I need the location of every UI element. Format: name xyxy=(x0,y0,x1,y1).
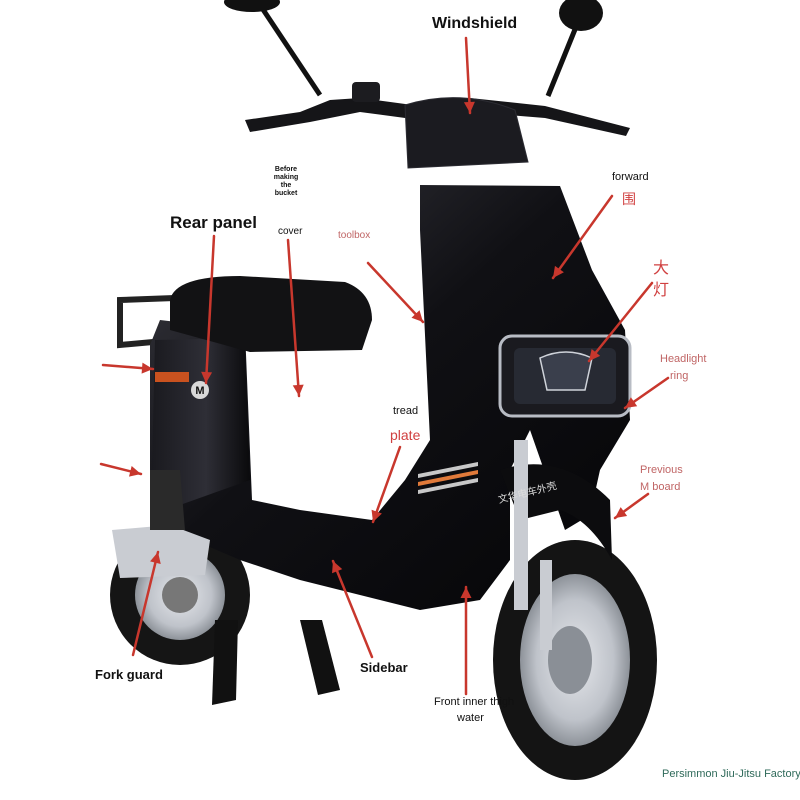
svg-text:M: M xyxy=(195,385,204,397)
label-forward: forward xyxy=(612,171,649,183)
footer-watermark: Persimmon Jiu-Jitsu Factory xyxy=(662,768,800,780)
label-front-inner-1: Front inner thigh xyxy=(434,696,515,708)
label-tread: tread xyxy=(393,405,419,417)
label-headlight-ring-1: Headlight xyxy=(660,353,707,365)
label-sidebar: Sidebar xyxy=(360,660,408,675)
label-bucket-note: Before making the bucket xyxy=(273,166,299,197)
label-plate: plate xyxy=(390,427,421,443)
label-fork-guard: Fork guard xyxy=(95,667,163,682)
label-headlight-ring-2: ring xyxy=(670,370,689,382)
label-front-inner-2: water xyxy=(457,712,484,724)
label-cover: cover xyxy=(278,226,303,237)
label-previous-2: M board xyxy=(640,481,681,493)
left-mirror xyxy=(224,0,323,97)
label-windshield: Windshield xyxy=(432,15,518,32)
seat xyxy=(170,276,372,352)
label-rear-panel: Rear panel xyxy=(170,213,257,232)
right-mirror xyxy=(545,0,603,97)
headlight-block xyxy=(498,334,632,418)
label-toolbox: toolbox xyxy=(338,230,371,241)
label-headlight-cn-1: 大 xyxy=(653,260,670,277)
label-forward-cn: 围 xyxy=(622,191,636,207)
windshield-shape xyxy=(404,97,529,169)
floor-stripes xyxy=(418,462,478,494)
brand-badge: M xyxy=(155,372,209,399)
label-headlight-cn-2: 灯 xyxy=(653,282,670,299)
front-fork xyxy=(514,440,552,650)
scooter-body xyxy=(150,185,630,610)
label-previous-1: Previous xyxy=(640,464,683,476)
kickstand xyxy=(212,620,340,705)
